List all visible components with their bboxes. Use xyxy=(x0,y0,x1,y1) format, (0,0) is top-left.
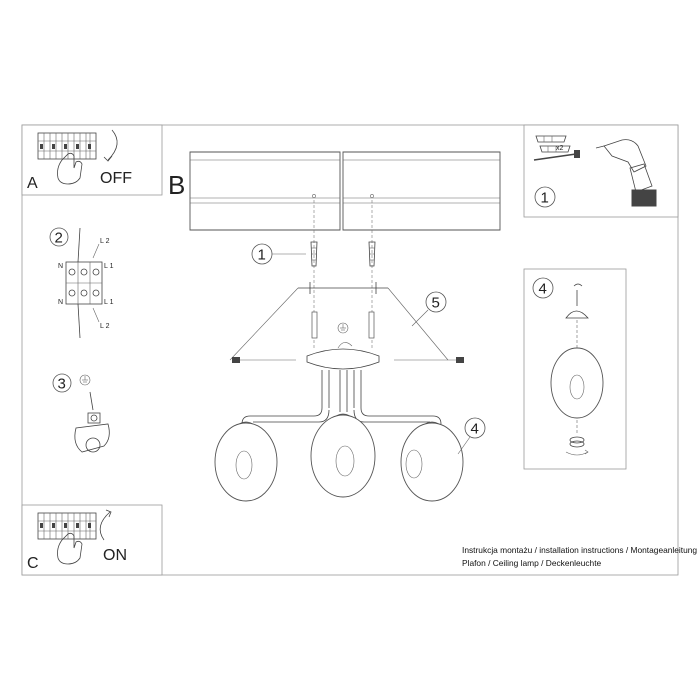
wire-label-n-bottom: N xyxy=(58,299,63,306)
arrow-down-icon xyxy=(107,129,118,161)
step-5-badge xyxy=(425,291,447,313)
lamp-canopy xyxy=(306,342,380,370)
drill-icon xyxy=(595,139,657,207)
caption-line-2: Plafon / Ceiling lamp / Deckenleuchte xyxy=(462,558,602,568)
panel-a-action: OFF xyxy=(100,170,132,187)
side-screw-left-icon xyxy=(232,357,296,363)
step-1-number: 1 xyxy=(258,247,266,264)
ceiling-panels xyxy=(189,151,501,231)
glass-shade-left xyxy=(214,421,278,502)
step-3-number: 3 xyxy=(58,376,66,393)
wire-label-l2-top: L 2 xyxy=(100,238,110,245)
step-2-number: 2 xyxy=(55,230,63,247)
caption-block: Instrukcja montażu / installation instru… xyxy=(462,545,697,568)
wall-plugs-icon xyxy=(535,135,571,153)
panel-tools: x2 1 xyxy=(523,124,679,218)
breaker-box-icon xyxy=(37,512,97,540)
step-4-number: 4 xyxy=(471,421,479,438)
step-5-number: 5 xyxy=(432,295,440,312)
step-4-inset-number: 4 xyxy=(539,281,547,298)
glass-shade-detail xyxy=(550,347,604,419)
terminal-block-icon xyxy=(65,227,103,339)
ground-clamp-icon xyxy=(74,391,110,453)
caption-line-1: Instrukcja montażu / installation instru… xyxy=(462,545,697,555)
hand-icon xyxy=(57,532,83,565)
step-2-wiring: 2 L 2 N L 1 N L 1 L 2 xyxy=(49,227,114,339)
arrow-down-head-icon xyxy=(103,155,113,162)
ring-nut-icon xyxy=(565,436,589,456)
wall-plug-icon xyxy=(310,241,318,267)
step-2-badge xyxy=(49,227,69,247)
wire-label-l1-bottom: L 1 xyxy=(104,299,114,306)
glass-shade-center xyxy=(310,413,376,498)
panel-c-letter: C xyxy=(27,555,39,572)
breaker-box-icon xyxy=(37,132,97,160)
wire-label-l2-bottom: L 2 xyxy=(100,323,110,330)
mounting-bracket xyxy=(229,282,449,361)
wire-label-l1-top: L 1 xyxy=(104,263,114,270)
step-1-tools-badge xyxy=(534,186,556,208)
step-3-badge xyxy=(52,373,72,393)
tools-multiplier: x2 xyxy=(556,145,564,152)
ground-symbol-icon xyxy=(79,374,91,386)
glass-shade-right xyxy=(400,421,464,502)
hand-icon xyxy=(57,152,83,185)
arrow-up-icon xyxy=(99,511,111,541)
wall-plug-icon xyxy=(368,241,376,267)
wire-label-n-top: N xyxy=(58,263,63,270)
panel-b-assembly: B 1 5 xyxy=(168,151,501,502)
arrow-up-head-icon xyxy=(105,509,112,518)
step-1-tools-number: 1 xyxy=(541,190,549,207)
panel-shade-mounting: 4 xyxy=(523,268,627,470)
panel-a-switch-off: A OFF xyxy=(21,124,163,196)
panel-a-letter: A xyxy=(27,175,38,192)
panel-c-switch-on: C ON xyxy=(21,504,163,576)
socket-holder-icon xyxy=(565,283,589,348)
sheet-frame xyxy=(21,124,679,576)
panel-c-action: ON xyxy=(103,547,127,564)
step-4-inset-badge xyxy=(532,277,554,299)
side-screw-right-icon xyxy=(394,357,464,363)
screws-icon xyxy=(533,150,580,161)
step-3-grounding: 3 xyxy=(52,373,110,453)
panel-b-letter: B xyxy=(168,170,185,200)
step-4-badge xyxy=(464,417,486,439)
